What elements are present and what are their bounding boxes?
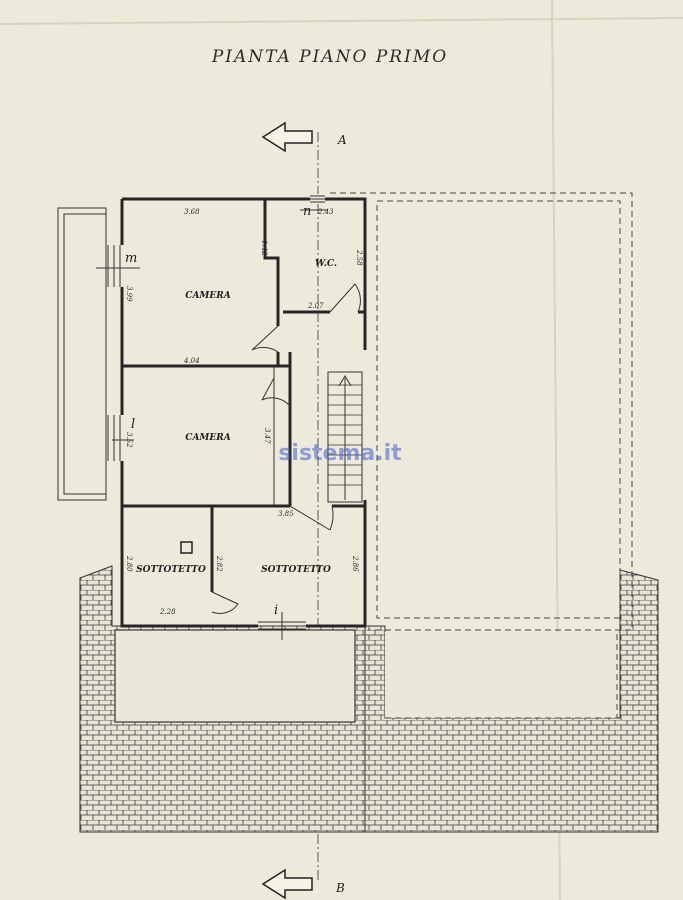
room-label-wc: W.C. <box>315 259 337 269</box>
roof-terrace-plain-right <box>385 632 617 718</box>
staircase <box>327 371 363 503</box>
door-wc <box>329 283 361 313</box>
skylight <box>180 541 193 554</box>
marker-i: i <box>274 603 278 618</box>
balcony <box>57 207 107 501</box>
marker-m: m <box>125 251 137 266</box>
roof-dashed-edge <box>385 632 618 719</box>
room-label-sottotetto-left: SOTTOTETTO <box>136 565 206 575</box>
room-label-camera-bottom: CAMERA <box>185 433 230 443</box>
plan-title: PIANTA PIANO PRIMO <box>211 47 448 67</box>
door-sottotetto <box>211 591 239 614</box>
section-label-bottom: B <box>335 881 345 895</box>
dim-sottotetto-left-depth: 2.80 <box>125 555 133 572</box>
marker-l: l <box>131 417 135 432</box>
marker-n: n <box>303 204 311 219</box>
door-camera-top <box>251 325 279 353</box>
exterior-walls <box>120 197 367 628</box>
balcony-inner <box>63 213 107 495</box>
dim-sottotetto-right-depth: 2.86 <box>351 555 359 572</box>
room-label-sottotetto-right: SOTTOTETTO <box>261 565 331 575</box>
dim-sottotetto-left-depth2: 2.82 <box>215 555 223 572</box>
paper-fold-horizontal <box>0 17 683 25</box>
dim-camera-top-bottom: 4.04 <box>183 357 200 365</box>
section-arrow-top <box>261 121 313 153</box>
dim-wc-depth: 2.58 <box>355 249 363 266</box>
section-label-top: A <box>337 133 347 147</box>
open-area-outline <box>330 192 633 631</box>
wall-camera-top-right <box>263 199 280 326</box>
dim-camera-top-recess: 1.42 <box>260 240 268 256</box>
dim-hall-width: 3.85 <box>278 510 294 518</box>
door-hall <box>289 505 334 531</box>
section-arrow-bottom <box>261 868 313 900</box>
dim-wc-width: 2.43 <box>317 208 334 216</box>
dim-camera-bottom-depth-left: 3.52 <box>125 432 133 448</box>
dim-wc-bottom: 2.07 <box>307 302 324 310</box>
open-area-inner <box>376 200 621 619</box>
dim-sottotetto-left-width: 2.28 <box>159 608 176 616</box>
dim-camera-top-width: 3.68 <box>184 208 200 216</box>
window-left-top <box>107 245 124 287</box>
door-camera-bottom <box>261 377 291 407</box>
wall-hall-left <box>276 352 292 506</box>
watermark: sistema.it <box>278 441 402 466</box>
room-label-camera-top: CAMERA <box>185 291 230 301</box>
dim-camera-top-depth: 3.99 <box>125 286 133 302</box>
window-top-wc <box>310 194 325 204</box>
window-left-bottom <box>107 415 124 461</box>
dim-camera-bottom-depth-right: 3.47 <box>263 428 271 444</box>
roof-terrace-plain <box>114 629 356 723</box>
opening-bottom <box>258 612 306 640</box>
